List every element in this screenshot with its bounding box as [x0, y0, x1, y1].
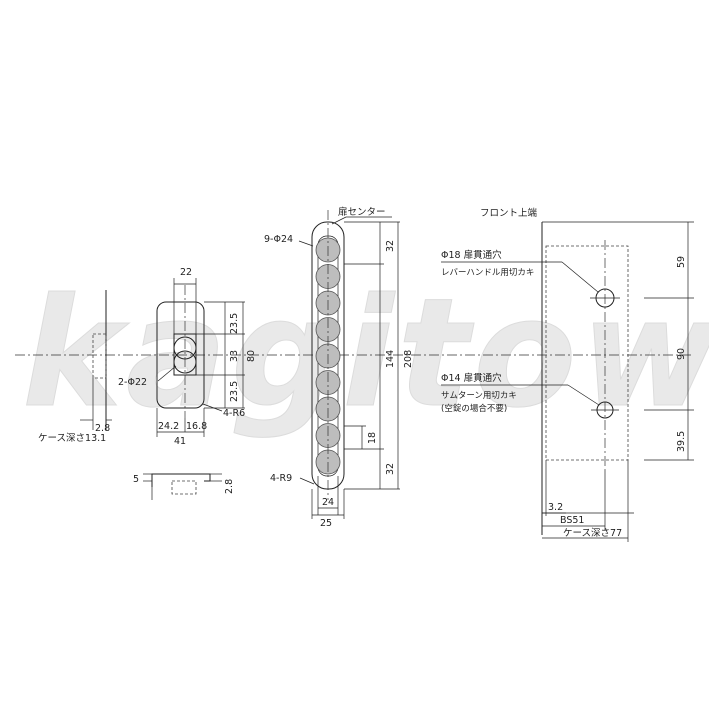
- strike-plate-outline: [156, 301, 205, 409]
- strike-case-gap: 2.8: [95, 423, 110, 434]
- hole1-note: レバーハンドル用切カキ: [441, 268, 534, 278]
- lock-case-depth: ケース深さ77: [563, 528, 622, 539]
- backset-label: BS51: [560, 515, 584, 526]
- strike-case-depth: ケース深さ13.1: [38, 433, 106, 444]
- hole2-note: サムターン用切カキ: [441, 391, 517, 401]
- strike-plate: 2.8 ケース深さ13.1 22 23.5 33 23.5 80 2-Φ22 4…: [38, 267, 257, 447]
- section-dim-2-8: 2.8: [224, 479, 235, 494]
- hole1-title: Φ18 扉貫通穴: [441, 249, 502, 261]
- lock-dim-59: 59: [676, 256, 687, 268]
- face-dim-32-bottom: 32: [385, 463, 396, 475]
- strike-dim-16-8: 16.8: [186, 421, 207, 432]
- strike-width-total: 41: [174, 436, 186, 447]
- face-plate: 扉センター 9-Φ24 4-R9 32 144 208 18 32 24 25: [264, 206, 414, 529]
- face-dim-18: 18: [367, 432, 378, 444]
- lock-dim-39-5: 39.5: [676, 431, 687, 452]
- ball-count-label: 9-Φ24: [264, 234, 293, 245]
- strike-dim-24-2: 24.2: [158, 421, 179, 432]
- section-dim-5: 5: [133, 474, 139, 485]
- watermark: kagitown: [22, 267, 709, 441]
- lock-dim-3-2: 3.2: [548, 502, 563, 513]
- face-dim-25: 25: [320, 518, 332, 529]
- face-corner-label: 4-R9: [270, 473, 292, 484]
- hole2-title: Φ14 扉貫通穴: [441, 372, 502, 384]
- strike-holes-label: 2-Φ22: [118, 377, 147, 388]
- face-dim-32-top: 32: [385, 240, 396, 252]
- hole2-note2: (空錠の場合不要): [441, 403, 507, 414]
- lock-body: フロント上端 Φ18 扉貫通穴 レバーハンドル用切カキ Φ14 扉貫通穴 サムタ…: [441, 207, 694, 542]
- strike-side-section: 5 2.8: [133, 473, 235, 500]
- door-center-label: 扉センター: [338, 206, 386, 218]
- face-dim-208: 208: [403, 350, 414, 368]
- strike-dim-23-5-bottom: 23.5: [229, 381, 240, 402]
- front-top-label: フロント上端: [480, 207, 538, 219]
- face-dim-144: 144: [385, 350, 396, 368]
- strike-width-top: 22: [180, 267, 192, 278]
- strike-dim-23-5-top: 23.5: [229, 313, 240, 334]
- face-dim-24: 24: [322, 497, 334, 508]
- lock-dim-90: 90: [676, 348, 687, 360]
- strike-corner-label: 4-R6: [223, 408, 245, 419]
- strike-dim-33: 33: [229, 350, 240, 362]
- strike-dim-80: 80: [246, 350, 257, 362]
